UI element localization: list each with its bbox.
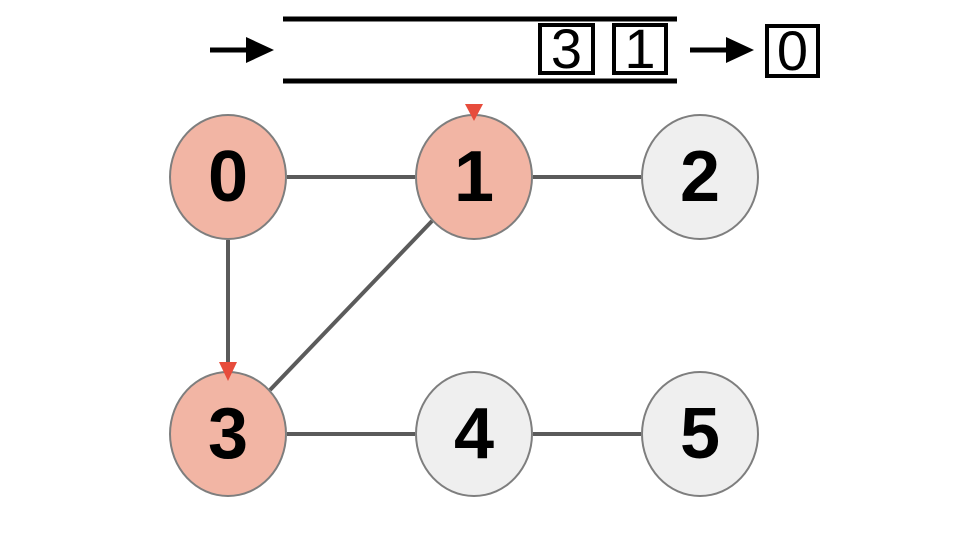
graph-node-1-label: 1 (453, 137, 495, 217)
enqueue-arrow-icon (210, 37, 274, 63)
graph-node-5-label: 5 (679, 394, 721, 474)
dequeued-item-label: 0 (776, 19, 809, 82)
graph-node-3-label: 3 (207, 394, 249, 474)
graph-node-4-label: 4 (453, 394, 495, 474)
graph-node-2: 2 (641, 114, 759, 240)
graph-node-3: 3 (169, 371, 287, 497)
graph-node-2-label: 2 (679, 137, 721, 217)
queue-item-box-front: 3 (538, 17, 595, 80)
queue-item-label: 3 (550, 17, 583, 80)
dequeue-arrow-icon (690, 37, 754, 63)
graph-node-0: 0 (169, 114, 287, 240)
queue-item-box-back: 1 (612, 17, 668, 80)
dequeued-item-box: 0 (765, 19, 820, 82)
queue-item-label: 1 (624, 17, 656, 80)
graph-node-1: 1 (415, 114, 533, 240)
graph-node-4: 4 (415, 371, 533, 497)
edge-1-3 (268, 219, 434, 392)
graph-node-0-label: 0 (207, 137, 249, 217)
graph-node-5: 5 (641, 371, 759, 497)
